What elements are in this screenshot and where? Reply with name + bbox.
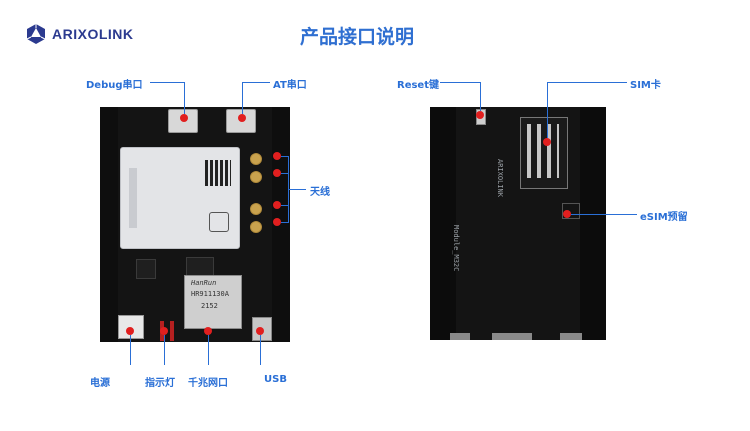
ethernet-marker [204,327,212,335]
back-bottom-connector-2 [492,333,532,340]
indicator-label: 指示灯 [145,378,175,389]
lte-module [120,147,240,249]
ethernet-label: 千兆网口 [188,378,228,389]
debug-line-v [184,82,185,114]
reset-line-h [440,82,480,83]
back-board: Module_M32C ARIXOLINK [430,107,606,340]
antenna-connector-3 [250,203,262,215]
back-board-heatsink-right [580,107,606,340]
transformer-brand: HanRun [191,279,217,287]
module-label-text [129,168,137,228]
sim-line-h [547,82,627,83]
antenna-marker-4 [273,218,281,226]
indicator-led-right [170,321,174,341]
power-line [130,335,131,365]
sim-label: SIM卡 [630,80,661,91]
at-label: AT串口 [273,80,307,91]
front-board: HanRun HR911130A 2152 [100,107,290,342]
back-board-pcb [430,107,606,340]
indicator-marker [160,327,168,335]
antenna-connector-4 [250,221,262,233]
esim-marker [563,210,571,218]
power-jack [118,315,144,339]
antenna-line-2 [281,173,289,174]
transformer-code: 2152 [201,302,218,310]
antenna-marker-2 [273,169,281,177]
brand-logo: ARIXOLINK [25,23,185,47]
debug-marker [180,114,188,122]
chip-1 [136,259,156,279]
back-silkscreen-main: Module_M32C [452,225,460,272]
back-board-heatsink-left [430,107,456,340]
antenna-line-4 [281,222,289,223]
back-bottom-connector-3 [560,333,582,340]
power-marker [126,327,134,335]
esim-line [571,214,637,215]
at-line-v [242,82,243,114]
antenna-connector-2 [250,171,262,183]
antenna-line-out [288,189,306,190]
reset-line-v [480,82,481,111]
qr-code-icon [205,160,231,186]
back-bottom-connector-1 [450,333,470,340]
antenna-connector-1 [250,153,262,165]
debug-label: Debug串口 [86,80,143,91]
power-label: 电源 [90,378,110,389]
icosahedron-logo-icon [25,23,47,45]
reset-marker [476,111,484,119]
ethernet-transformer: HanRun HR911130A 2152 [184,275,242,329]
sim-marker [543,138,551,146]
esim-label: eSIM预留 [640,212,688,223]
front-board-heatsink-right [272,107,290,342]
ethernet-line [208,335,209,365]
transformer-model: HR911130A [191,290,229,298]
front-board-heatsink-left [100,107,118,342]
reset-label: Reset键 [397,80,439,91]
antenna-marker-3 [273,201,281,209]
antenna-label: 天线 [310,187,330,198]
back-silkscreen-brand: ARIXOLINK [496,159,504,197]
at-line-h [242,82,270,83]
at-marker [238,114,246,122]
antenna-line-3 [281,205,289,206]
antenna-marker-1 [273,152,281,160]
sim-slot [520,117,568,189]
usb-line [260,335,261,365]
page-title: 产品接口说明 [300,26,415,48]
debug-line-h [150,82,184,83]
esim-footprint [562,203,580,219]
usb-label: USB [264,374,287,385]
certification-mark-icon [209,212,229,232]
indicator-line [164,335,165,365]
sim-line-v [547,82,548,138]
usb-marker [256,327,264,335]
sim-contacts [527,124,559,178]
antenna-line-1 [281,156,289,157]
brand-name: ARIXOLINK [52,26,134,42]
